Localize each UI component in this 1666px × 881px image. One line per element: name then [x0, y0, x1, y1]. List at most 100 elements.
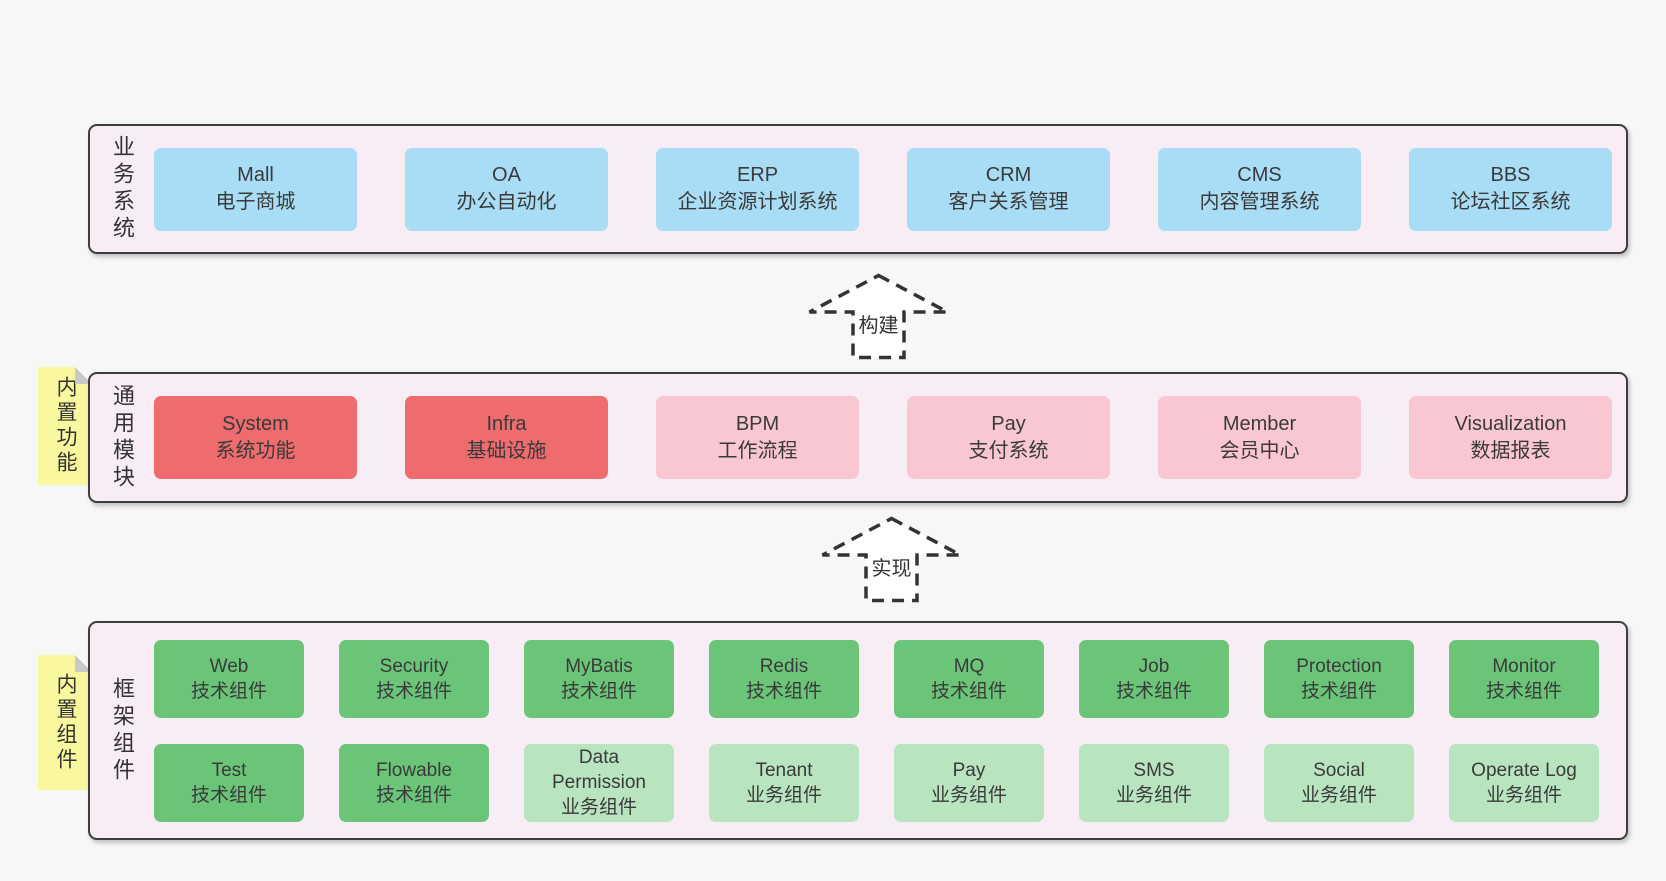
- box-bbs-name: BBS: [1490, 164, 1531, 186]
- box-infra: Infra 基础设施: [405, 396, 608, 479]
- box-erp: ERP 企业资源计划系统: [656, 147, 859, 231]
- box-job-desc: 技术组件: [1115, 680, 1192, 702]
- common-modules-label: 通用模块: [102, 384, 142, 492]
- panel-framework-components: 框架组件 Web 技术组件 Security 技术组件 MyBatis 技术组件…: [88, 621, 1628, 840]
- sticky-note-built-in-components: 内置组件: [38, 655, 92, 790]
- box-sms-desc: 业务组件: [1115, 784, 1192, 806]
- box-pay-biz-desc: 业务组件: [930, 784, 1007, 806]
- box-pay: Pay 支付系统: [907, 396, 1110, 479]
- box-mybatis: MyBatis 技术组件: [524, 639, 674, 718]
- box-redis-desc: 技术组件: [745, 680, 822, 702]
- box-mq-name: MQ: [953, 655, 985, 677]
- box-redis-name: Redis: [759, 655, 809, 677]
- box-job: Job 技术组件: [1079, 639, 1229, 718]
- arrow-implement: 实现: [820, 516, 963, 603]
- box-visualization-name: Visualization: [1454, 412, 1567, 435]
- sticky-note-built-in-components-text: 内置组件: [54, 672, 77, 773]
- business-systems-label-text: 业务系统: [110, 135, 135, 243]
- box-bpm-name: BPM: [735, 412, 780, 435]
- box-system-desc: 系统功能: [215, 439, 296, 462]
- box-system: System 系统功能: [154, 396, 357, 479]
- box-oa-desc: 办公自动化: [456, 191, 557, 213]
- box-flowable-name: Flowable: [375, 759, 453, 781]
- box-bpm-desc: 工作流程: [717, 439, 798, 462]
- box-social-name: Social: [1313, 759, 1365, 781]
- box-member-name: Member: [1222, 412, 1297, 435]
- box-protection-desc: 技术组件: [1300, 680, 1377, 702]
- framework-components-label-text: 框架组件: [110, 676, 135, 785]
- box-security-name: Security: [379, 655, 449, 677]
- box-tenant-name: Tenant: [755, 759, 813, 781]
- box-bbs: BBS 论坛社区系统: [1409, 147, 1612, 231]
- box-mybatis-desc: 技术组件: [560, 680, 637, 702]
- box-operate-log: Operate Log 业务组件: [1449, 743, 1599, 822]
- box-operate-log-desc: 业务组件: [1485, 784, 1562, 806]
- framework-components-label: 框架组件: [102, 677, 142, 785]
- box-sms: SMS 业务组件: [1079, 743, 1229, 822]
- box-security-desc: 技术组件: [375, 680, 452, 702]
- sticky-note-built-in-features-text: 内置功能: [54, 376, 77, 476]
- framework-row-2: Test 技术组件 Flowable 技术组件 Data Permission …: [154, 743, 1599, 822]
- business-systems-row: Mall 电子商城 OA 办公自动化 ERP 企业资源计划系统 CRM 客户关系…: [154, 147, 1612, 231]
- framework-components-rows: Web 技术组件 Security 技术组件 MyBatis 技术组件 Redi…: [154, 639, 1599, 822]
- box-test-name: Test: [211, 759, 247, 781]
- box-data-permission: Data Permission 业务组件: [524, 743, 674, 822]
- box-job-name: Job: [1138, 655, 1170, 677]
- box-protection: Protection 技术组件: [1264, 639, 1414, 718]
- box-monitor-desc: 技术组件: [1485, 680, 1562, 702]
- box-tenant-desc: 业务组件: [745, 784, 822, 806]
- box-test: Test 技术组件: [154, 743, 304, 822]
- box-web-desc: 技术组件: [190, 680, 267, 702]
- box-bbs-desc: 论坛社区系统: [1450, 191, 1571, 213]
- panel-common-modules: 通用模块 System 系统功能 Infra 基础设施 BPM 工作流程 Pay…: [88, 372, 1628, 503]
- box-web: Web 技术组件: [154, 639, 304, 718]
- box-member-desc: 会员中心: [1219, 439, 1300, 462]
- box-web-name: Web: [209, 655, 249, 677]
- box-visualization: Visualization 数据报表: [1409, 396, 1612, 479]
- box-oa: OA 办公自动化: [405, 147, 608, 231]
- common-modules-row: System 系统功能 Infra 基础设施 BPM 工作流程 Pay 支付系统…: [154, 396, 1612, 479]
- box-sms-name: SMS: [1133, 759, 1175, 781]
- business-systems-label: 业务系统: [102, 135, 142, 243]
- box-oa-name: OA: [492, 164, 521, 186]
- box-cms-name: CMS: [1237, 164, 1282, 186]
- box-redis: Redis 技术组件: [709, 639, 859, 718]
- box-crm-desc: 客户关系管理: [948, 191, 1069, 213]
- box-cms-desc: 内容管理系统: [1199, 191, 1320, 213]
- box-data-permission-name: Data Permission: [552, 747, 646, 793]
- box-infra-desc: 基础设施: [466, 439, 547, 462]
- box-crm-name: CRM: [985, 164, 1032, 186]
- framework-row-1: Web 技术组件 Security 技术组件 MyBatis 技术组件 Redi…: [154, 639, 1599, 718]
- box-monitor-name: Monitor: [1492, 655, 1556, 677]
- box-erp-name: ERP: [736, 164, 779, 186]
- box-social: Social 业务组件: [1264, 743, 1414, 822]
- box-flowable: Flowable 技术组件: [339, 743, 489, 822]
- box-pay-desc: 支付系统: [968, 439, 1049, 462]
- box-security: Security 技术组件: [339, 639, 489, 718]
- arrow-implement-label: 实现: [868, 552, 915, 581]
- box-protection-name: Protection: [1296, 655, 1382, 677]
- box-crm: CRM 客户关系管理: [907, 147, 1110, 231]
- box-bpm: BPM 工作流程: [656, 396, 859, 479]
- box-erp-desc: 企业资源计划系统: [677, 191, 838, 213]
- sticky-note-built-in-features: 内置功能: [38, 367, 92, 485]
- box-mall-name: Mall: [237, 164, 274, 186]
- box-data-permission-desc: 业务组件: [560, 797, 637, 818]
- box-tenant: Tenant 业务组件: [709, 743, 859, 822]
- box-mq-desc: 技术组件: [930, 680, 1007, 702]
- box-mq: MQ 技术组件: [894, 639, 1044, 718]
- box-operate-log-name: Operate Log: [1471, 759, 1577, 781]
- box-system-name: System: [222, 412, 289, 435]
- box-social-desc: 业务组件: [1300, 784, 1377, 806]
- box-infra-name: Infra: [486, 412, 527, 435]
- arrow-build-label: 构建: [855, 309, 902, 338]
- box-pay-biz: Pay 业务组件: [894, 743, 1044, 822]
- box-visualization-desc: 数据报表: [1470, 439, 1551, 462]
- box-mall-desc: 电子商城: [215, 191, 296, 213]
- common-modules-label-text: 通用模块: [110, 383, 135, 492]
- box-member: Member 会员中心: [1158, 396, 1361, 479]
- box-pay-biz-name: Pay: [952, 759, 986, 781]
- panel-business-systems: 业务系统 Mall 电子商城 OA 办公自动化 ERP 企业资源计划系统 CRM…: [88, 124, 1628, 254]
- box-mall: Mall 电子商城: [154, 147, 357, 231]
